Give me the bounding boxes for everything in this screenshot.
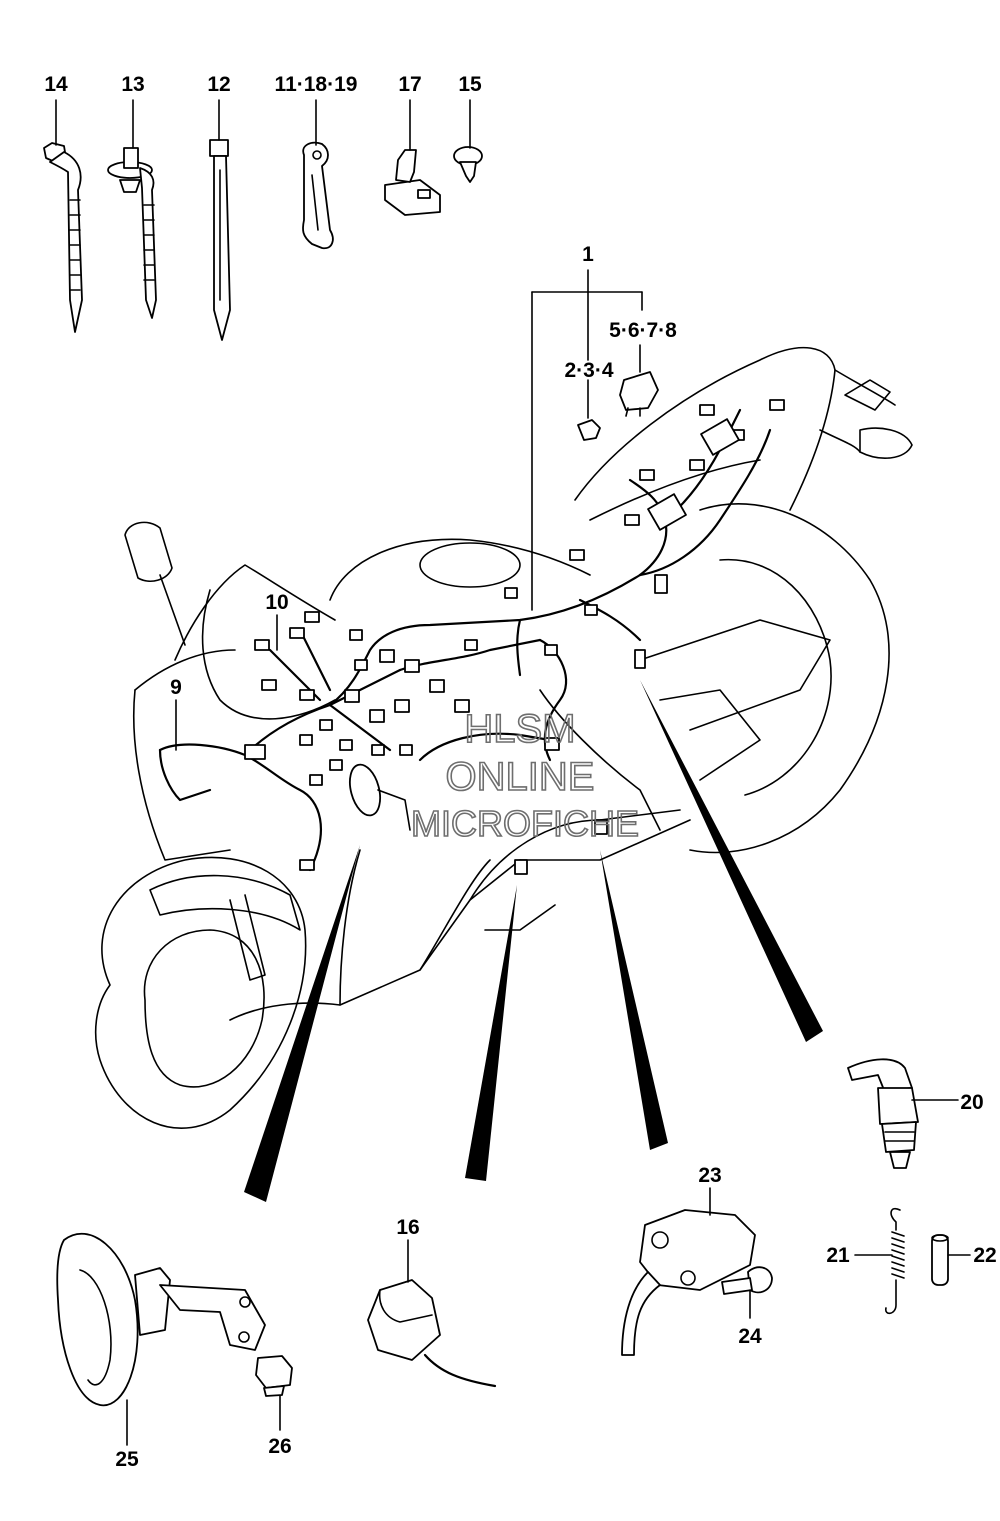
- part-spring-21: [885, 1207, 905, 1315]
- pointer-wedge-horn: [244, 845, 360, 1202]
- wiring-harness: [158, 399, 785, 875]
- pointer-wedge-20: [640, 680, 823, 1042]
- part-switch-20: [847, 1058, 919, 1169]
- part-clip-tie-13: [107, 147, 157, 319]
- label-12: 12: [207, 73, 230, 96]
- label-21: 21: [826, 1244, 850, 1267]
- watermark: HLSM ONLINE MICROFICHE: [410, 706, 640, 845]
- watermark-line-3: MICROFICHE: [411, 803, 639, 844]
- label-9: 9: [170, 676, 182, 699]
- pointer-wedges: [244, 680, 823, 1202]
- pointer-wedge-23: [600, 850, 668, 1150]
- label-11-18-19: 11·18·19: [275, 73, 358, 96]
- label-14: 14: [44, 73, 68, 96]
- part-sensor-16: [367, 1279, 497, 1388]
- label-15: 15: [458, 73, 482, 96]
- pointer-wedge-16: [465, 885, 517, 1181]
- label-16: 16: [396, 1216, 419, 1239]
- callout-labels: 14 13 12 11·18·19 17 15 1 5·6·7·8 2·3·4 …: [44, 73, 996, 1471]
- leader-lines: [55, 99, 971, 1446]
- label-20: 20: [960, 1091, 983, 1114]
- part-relay-5-8: [619, 371, 659, 417]
- group-bracket-1: [175, 269, 643, 751]
- part-cable-tie-12: [209, 139, 231, 341]
- label-10: 10: [265, 591, 288, 614]
- part-horn-25: [56, 1233, 266, 1407]
- label-24: 24: [738, 1325, 762, 1348]
- part-fuse-2-3-4: [577, 419, 601, 441]
- label-2-3-4: 2·3·4: [564, 359, 613, 382]
- part-clamp-17: [384, 149, 441, 216]
- label-1: 1: [582, 243, 594, 266]
- label-23: 23: [698, 1164, 721, 1187]
- motorcycle-outline: [94, 346, 913, 1129]
- part-switch-23: [621, 1209, 756, 1356]
- watermark-line-1: HLSM: [464, 707, 575, 751]
- label-13: 13: [121, 73, 144, 96]
- label-26: 26: [268, 1435, 291, 1458]
- label-17: 17: [398, 73, 421, 96]
- label-22: 22: [973, 1244, 996, 1267]
- label-5-6-7-8: 5·6·7·8: [609, 319, 677, 342]
- part-sleeve-22: [931, 1234, 949, 1286]
- watermark-line-2: ONLINE: [446, 755, 595, 799]
- part-push-clip-15: [453, 146, 483, 183]
- part-cable-tie-14: [43, 142, 83, 333]
- label-25: 25: [115, 1448, 139, 1471]
- part-bolt-24: [721, 1266, 773, 1295]
- part-bolt-26: [255, 1355, 293, 1397]
- part-band-11-18-19: [302, 141, 334, 250]
